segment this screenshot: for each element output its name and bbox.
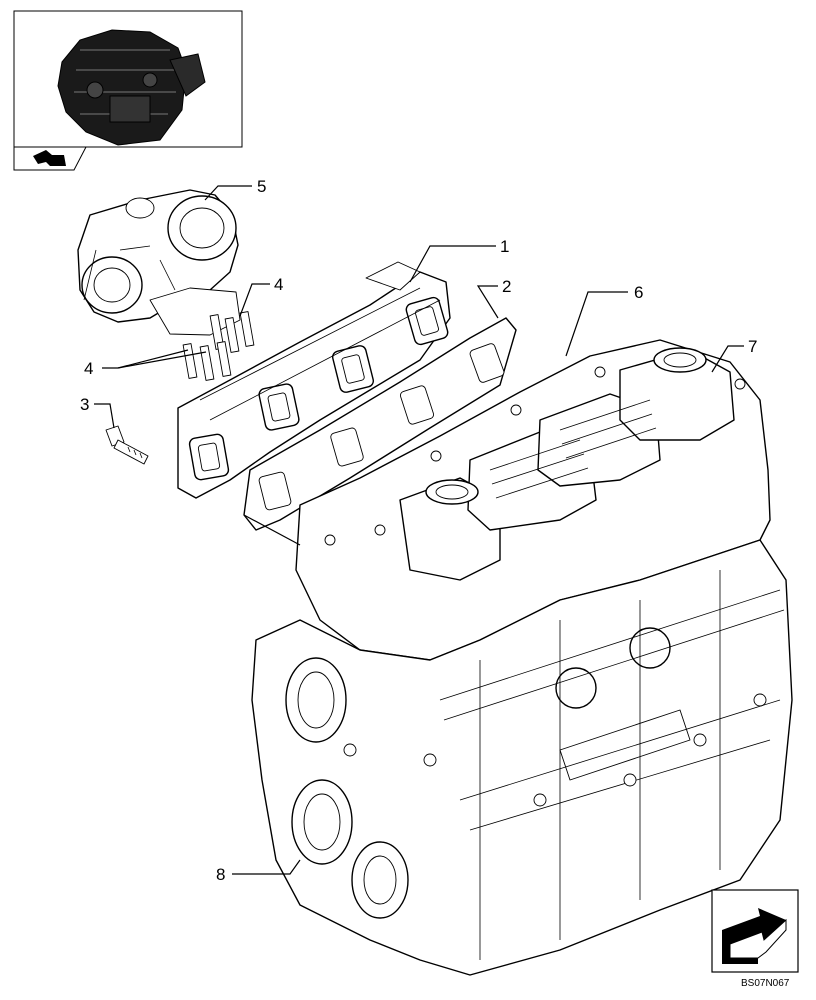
callout-4-lower: 4: [84, 359, 93, 378]
drawing-code: BS07N067: [741, 978, 790, 989]
callout-3: 3: [80, 395, 89, 414]
callout-7: 7: [748, 337, 757, 356]
next-page-box[interactable]: [711, 889, 799, 973]
turbocharger: [77, 189, 241, 336]
engine-thumbnail-icon: [57, 29, 206, 146]
back-arrow-icon[interactable]: [33, 150, 66, 166]
callout-1: 1: [500, 237, 509, 256]
callout-8: 8: [216, 865, 225, 884]
callout-5: 5: [257, 177, 266, 196]
exhaust-manifold: [177, 261, 451, 499]
bolt: [105, 425, 149, 465]
studs-upper: [209, 311, 255, 353]
engine-block: [251, 339, 793, 976]
callout-2: 2: [502, 277, 511, 296]
callout-numbers: 5 1 2 4 4 3 6 7 8: [80, 177, 757, 884]
callout-6: 6: [634, 283, 643, 302]
callout-4-upper: 4: [274, 275, 283, 294]
studs-lower: [182, 341, 232, 381]
thumbnail-panel[interactable]: [13, 10, 243, 171]
manifold-gasket: [243, 317, 517, 531]
next-arrow-icon: [722, 908, 787, 964]
leader-lines: [94, 185, 744, 875]
